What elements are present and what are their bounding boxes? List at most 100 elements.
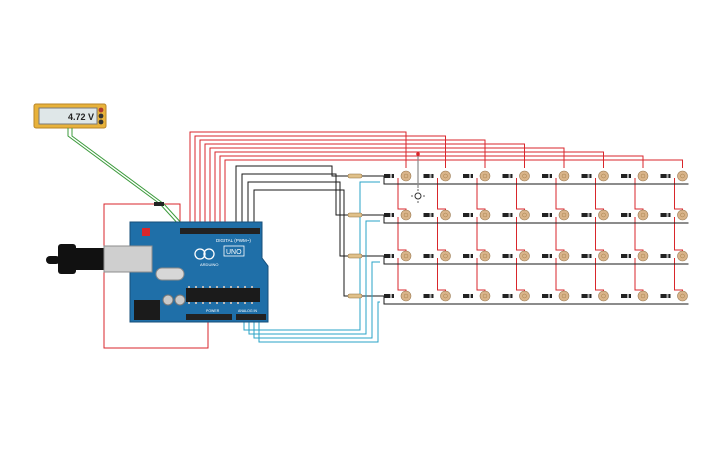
switch-diode bbox=[463, 294, 473, 298]
matrix-led[interactable] bbox=[637, 170, 649, 182]
led-matrix[interactable] bbox=[400, 170, 688, 302]
diode-band bbox=[548, 254, 550, 258]
multimeter[interactable]: 4.72 V bbox=[33, 103, 107, 129]
diode-band bbox=[548, 213, 550, 217]
matrix-led[interactable] bbox=[479, 250, 491, 262]
column-wire bbox=[209, 147, 565, 228]
led-lens bbox=[561, 173, 567, 179]
row-wire bbox=[235, 165, 348, 228]
diode-band bbox=[587, 294, 590, 298]
matrix-led[interactable] bbox=[440, 250, 451, 262]
diode-band bbox=[390, 254, 392, 258]
matrix-led[interactable] bbox=[479, 209, 491, 221]
diode-band bbox=[666, 213, 669, 217]
column-wire-segment bbox=[437, 258, 446, 294]
switch-diode bbox=[621, 213, 631, 217]
matrix-led[interactable] bbox=[440, 209, 451, 221]
led-lens bbox=[403, 212, 409, 218]
diode-band bbox=[390, 174, 392, 178]
matrix-led[interactable] bbox=[558, 290, 570, 302]
chip-pin bbox=[244, 302, 246, 304]
led-lens bbox=[601, 293, 606, 299]
matrix-led[interactable] bbox=[637, 250, 649, 262]
column-wire bbox=[219, 155, 644, 228]
arduino-uno-board[interactable]: DIGITAL (PWM~) ARDUINO UNO POWER ANALOG … bbox=[103, 221, 269, 323]
led-lens bbox=[443, 293, 448, 299]
matrix-led[interactable] bbox=[479, 290, 491, 302]
led-lens bbox=[443, 173, 448, 179]
matrix-led[interactable] bbox=[400, 170, 412, 182]
matrix-led[interactable] bbox=[400, 290, 412, 302]
power-label: POWER bbox=[206, 309, 220, 313]
matrix-led[interactable] bbox=[677, 170, 688, 182]
matrix-led[interactable] bbox=[677, 209, 688, 221]
switch-diode bbox=[660, 174, 671, 178]
matrix-led[interactable] bbox=[519, 290, 530, 302]
matrix-led[interactable] bbox=[598, 170, 609, 182]
led-lens bbox=[443, 253, 448, 259]
chip-pin bbox=[237, 286, 239, 288]
switch-diode bbox=[581, 213, 592, 217]
chip-pin bbox=[202, 286, 204, 288]
matrix-led[interactable] bbox=[558, 209, 570, 221]
led-lens bbox=[482, 293, 488, 299]
led-lens bbox=[601, 212, 606, 218]
diode-band bbox=[429, 213, 432, 217]
diode-band bbox=[666, 254, 669, 258]
column-wire-segment bbox=[516, 178, 525, 213]
analog-wire bbox=[258, 301, 380, 343]
matrix-led[interactable] bbox=[519, 170, 530, 182]
atmega-chip bbox=[186, 288, 260, 302]
switch-diode bbox=[423, 213, 434, 217]
matrix-led[interactable] bbox=[440, 170, 451, 182]
column-wire-segment bbox=[595, 258, 604, 294]
matrix-led[interactable] bbox=[677, 250, 688, 262]
analog-wire bbox=[248, 220, 380, 335]
row-wire bbox=[247, 181, 348, 257]
chip-pin bbox=[195, 302, 197, 304]
switch-diode bbox=[542, 174, 552, 178]
matrix-led[interactable] bbox=[519, 250, 530, 262]
analog-header[interactable] bbox=[236, 314, 266, 320]
diode-band bbox=[587, 213, 590, 217]
led-lens bbox=[482, 173, 488, 179]
led-lens bbox=[601, 173, 606, 179]
column-wire-segment bbox=[674, 258, 683, 294]
reset-button[interactable] bbox=[142, 228, 150, 236]
switch-diode bbox=[621, 254, 631, 258]
matrix-led[interactable] bbox=[519, 209, 530, 221]
switch-diode bbox=[542, 254, 552, 258]
power-jack bbox=[134, 300, 160, 320]
led-lens bbox=[403, 293, 409, 299]
diode-band bbox=[627, 174, 629, 178]
arduino-logo-icon-2 bbox=[203, 248, 215, 260]
column-wire-segment bbox=[437, 178, 446, 213]
matrix-led[interactable] bbox=[598, 290, 609, 302]
matrix-led[interactable] bbox=[400, 209, 412, 221]
led-lens bbox=[561, 253, 567, 259]
row-resistor bbox=[347, 293, 363, 299]
switch-diode bbox=[423, 254, 434, 258]
matrix-led[interactable] bbox=[598, 209, 609, 221]
brand-label: ARDUINO bbox=[200, 262, 218, 267]
digital-label: DIGITAL (PWM~) bbox=[216, 238, 251, 243]
matrix-led[interactable] bbox=[598, 250, 609, 262]
column-wire-segment bbox=[674, 178, 683, 213]
led-lens bbox=[680, 293, 685, 299]
matrix-led[interactable] bbox=[637, 290, 649, 302]
matrix-led[interactable] bbox=[558, 170, 570, 182]
matrix-led[interactable] bbox=[400, 250, 412, 262]
matrix-led[interactable] bbox=[637, 209, 649, 221]
matrix-led[interactable] bbox=[558, 250, 570, 262]
matrix-led[interactable] bbox=[440, 290, 451, 302]
diode-band bbox=[429, 174, 432, 178]
power-wire bbox=[103, 203, 209, 349]
matrix-led[interactable] bbox=[479, 170, 491, 182]
power-header[interactable] bbox=[186, 314, 232, 320]
digital-header[interactable] bbox=[180, 228, 260, 234]
multimeter-probe-black-icon bbox=[98, 113, 104, 119]
row-resistors bbox=[347, 173, 363, 299]
matrix-led[interactable] bbox=[677, 290, 688, 302]
column-wire-segment bbox=[476, 178, 486, 213]
